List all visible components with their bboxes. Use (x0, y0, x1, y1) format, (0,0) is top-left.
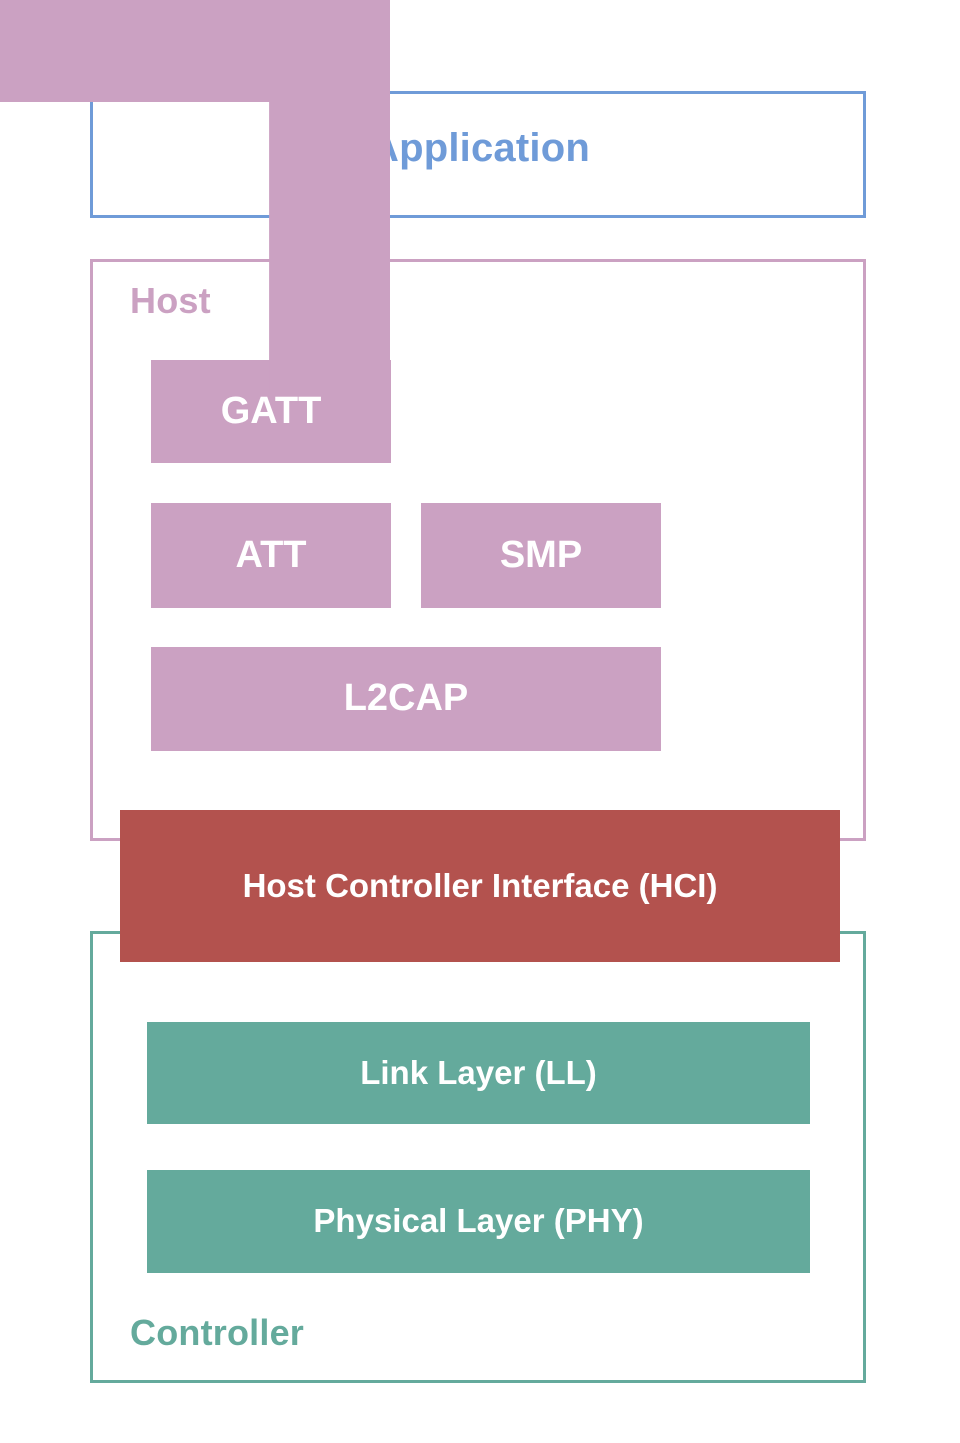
controller-layer-label: Controller (130, 1312, 305, 1353)
protocol-block-physical-layer: Physical Layer (PHY) (147, 1170, 810, 1273)
host-controller-interface-bar: Host Controller Interface (HCI) (120, 810, 840, 962)
host-layer-label: Host (130, 280, 211, 321)
protocol-block-att: ATT (151, 503, 391, 608)
protocol-block-l2cap: L2CAP (151, 647, 661, 751)
protocol-block-smp: SMP (421, 503, 661, 608)
application-layer-box (90, 91, 866, 218)
protocol-block-link-layer: Link Layer (LL) (147, 1022, 810, 1124)
protocol-block-gap-label: GAP (0, 0, 390, 103)
application-layer-label: Application (370, 126, 590, 170)
